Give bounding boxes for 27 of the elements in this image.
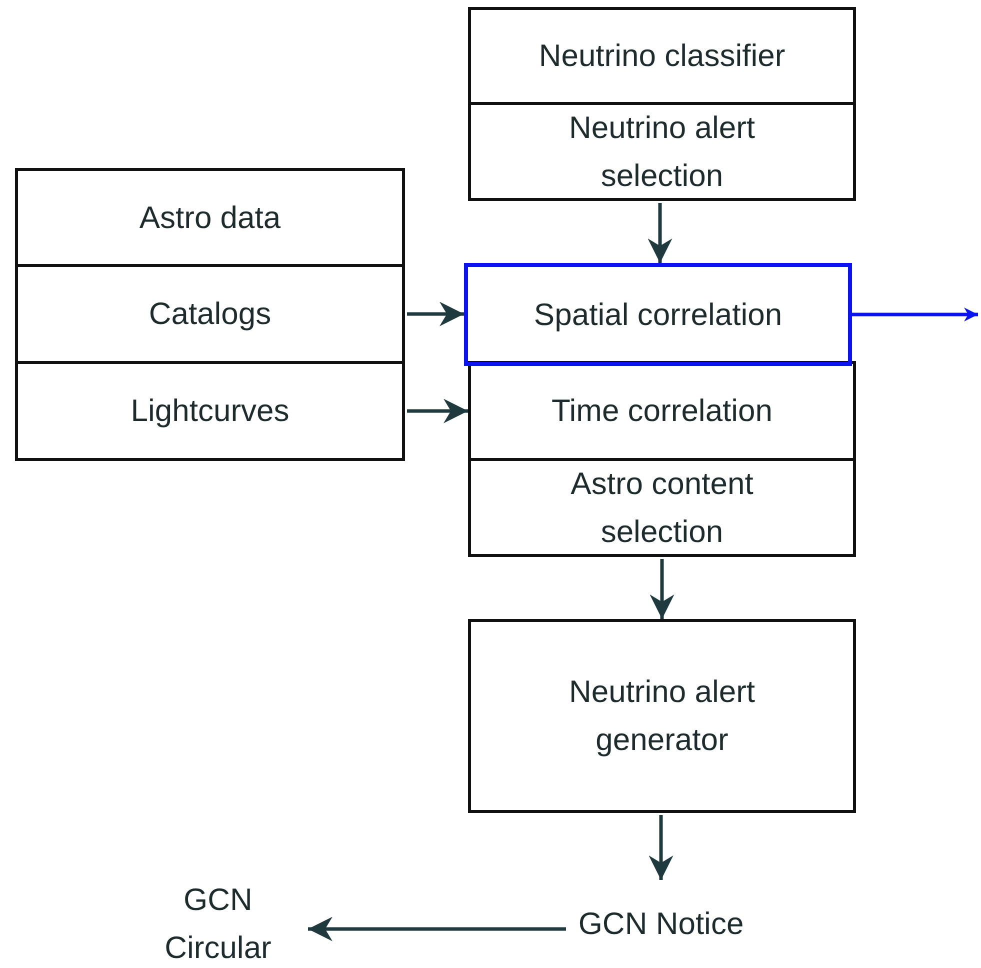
arrow (650, 559, 674, 619)
box-label: Spatial correlation (532, 296, 784, 334)
arrow (407, 398, 468, 424)
arrow (648, 203, 672, 263)
process-box (468, 619, 856, 813)
box-label: Astro content selection (570, 464, 754, 550)
box-label: Time correlation (550, 392, 774, 430)
node-label: GCN Notice (566, 880, 756, 968)
process-box (15, 264, 405, 364)
process-box (468, 102, 856, 201)
process-box (468, 458, 856, 557)
box-label: Neutrino alert generator (568, 673, 756, 759)
box-label: Catalogs (148, 295, 272, 333)
process-box (468, 7, 856, 105)
box-label: Neutrino classifier (538, 37, 786, 75)
process-box (468, 361, 856, 461)
process-box (15, 168, 405, 267)
box-label: Astro data (138, 198, 282, 236)
arrow (648, 815, 674, 880)
process-box (15, 361, 405, 461)
box-label: Neutrino alert selection (568, 108, 756, 194)
node-label: GCN Circular (128, 880, 308, 968)
arrow (308, 916, 566, 942)
arrow (852, 308, 978, 322)
arrow (407, 302, 464, 326)
box-label: Lightcurves (130, 392, 290, 430)
process-box (464, 263, 852, 366)
